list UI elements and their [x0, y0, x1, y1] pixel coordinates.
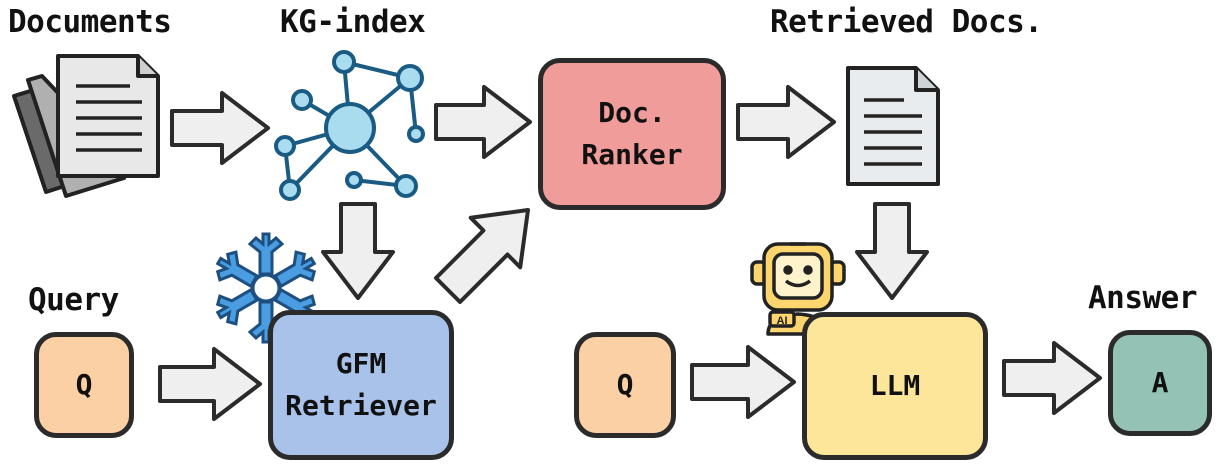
answer-box-text: A	[1151, 366, 1169, 399]
snowflake-center	[251, 273, 281, 303]
arrow-kg-to-ranker	[434, 85, 532, 159]
llm-query-box: Q	[574, 332, 676, 438]
answer-label: Answer	[1088, 280, 1197, 316]
doc-ranker-box: Doc. Ranker	[538, 58, 726, 210]
llm-query-box-text: Q	[616, 368, 634, 401]
llm-box-text: LLM	[869, 369, 921, 402]
arrow-llm-to-answer	[1002, 341, 1102, 415]
arrow-query-to-gfm	[158, 347, 262, 421]
snowflake-blades	[215, 232, 317, 344]
query-box: Q	[34, 332, 134, 438]
answer-box: A	[1108, 330, 1212, 436]
arrow-gfm-to-ranker	[433, 208, 530, 305]
kg-index-label: KG-index	[280, 4, 426, 40]
arrow-ranker-to-retrieved	[736, 85, 836, 159]
robot-icon	[750, 242, 846, 336]
arrow-retrieved-to-llm	[855, 202, 929, 300]
gfm-retriever-box: GFM Retriever	[268, 310, 454, 460]
robot-badge-label: AI	[777, 315, 788, 327]
gfm-retriever-text: GFM Retriever	[285, 347, 437, 422]
arrow-llmq-to-llm	[690, 345, 796, 419]
query-label: Query	[28, 282, 119, 318]
query-box-text: Q	[75, 368, 93, 401]
retrieved-document-icon	[846, 66, 940, 186]
knowledge-graph-icon	[274, 50, 425, 201]
arrow-kg-to-gfm	[321, 202, 395, 300]
documents-label: Documents	[8, 4, 172, 40]
retrieved-docs-label: Retrieved Docs.	[770, 4, 1043, 40]
snowflake-icon	[215, 232, 317, 344]
llm-box: LLM	[802, 312, 988, 460]
doc-ranker-text: Doc. Ranker	[581, 96, 683, 171]
documents-icon	[12, 54, 160, 198]
arrow-documents-to-kg	[170, 91, 270, 165]
